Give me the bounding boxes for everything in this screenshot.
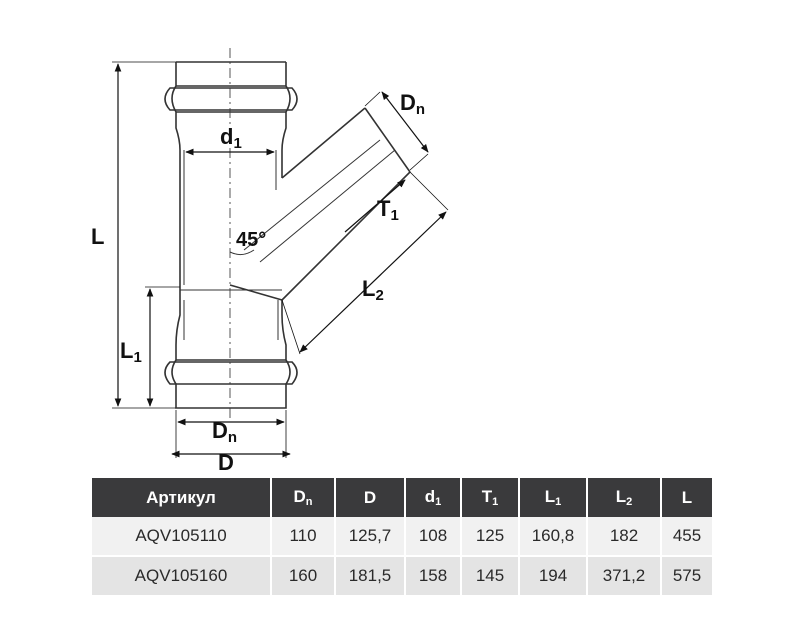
angle-arc [229, 249, 255, 256]
header-T1: T1 [460, 478, 519, 517]
label-T1: T1 [377, 196, 399, 224]
cell-L2: 371,2 [586, 555, 661, 595]
cell-L: 455 [660, 517, 712, 556]
cell-L: 575 [660, 555, 712, 595]
header-L2: L2 [586, 478, 661, 517]
cell-T1: 125 [460, 517, 519, 556]
cell-D: 181,5 [334, 555, 405, 595]
header-D: D [334, 478, 405, 517]
cell-Dn: 110 [270, 517, 335, 556]
header-L1: L1 [518, 478, 587, 517]
header-L: L [660, 478, 712, 517]
cell-d1: 108 [404, 517, 461, 556]
table-header-row: Артикул Dn D d1 T1 L1 L2 L [92, 478, 712, 517]
cell-D: 125,7 [334, 517, 405, 556]
table-row: AQV105110 110 125,7 108 125 160,8 182 45… [92, 517, 712, 556]
dimension-lines [112, 61, 449, 458]
cell-L2: 182 [586, 517, 661, 556]
label-Dn-bottom: Dn [212, 418, 237, 446]
cell-T1: 145 [460, 555, 519, 595]
cell-L1: 194 [518, 555, 587, 595]
label-angle: 45° [236, 229, 266, 251]
pipe-body [164, 61, 411, 409]
label-D: D [218, 450, 234, 475]
cell-L1: 160,8 [518, 517, 587, 556]
cell-Dn: 160 [270, 555, 335, 595]
header-Dn: Dn [270, 478, 335, 517]
label-L1: L1 [120, 338, 142, 366]
cell-article: AQV105110 [92, 517, 271, 556]
cell-d1: 158 [404, 555, 461, 595]
cell-article: AQV105160 [92, 555, 271, 595]
label-L2: L2 [362, 276, 384, 304]
table-row: AQV105160 160 181,5 158 145 194 371,2 57… [92, 555, 712, 595]
spec-table: Артикул Dn D d1 T1 L1 L2 L AQV105110 110… [92, 478, 712, 595]
header-article: Артикул [92, 478, 271, 517]
label-Dn-branch: Dn [400, 90, 425, 118]
header-d1: d1 [404, 478, 461, 517]
label-L: L [91, 224, 104, 249]
y-fitting-drawing: L L1 d1 45° Dn T1 L2 Dn D [91, 48, 449, 475]
label-d1: d1 [220, 124, 242, 152]
